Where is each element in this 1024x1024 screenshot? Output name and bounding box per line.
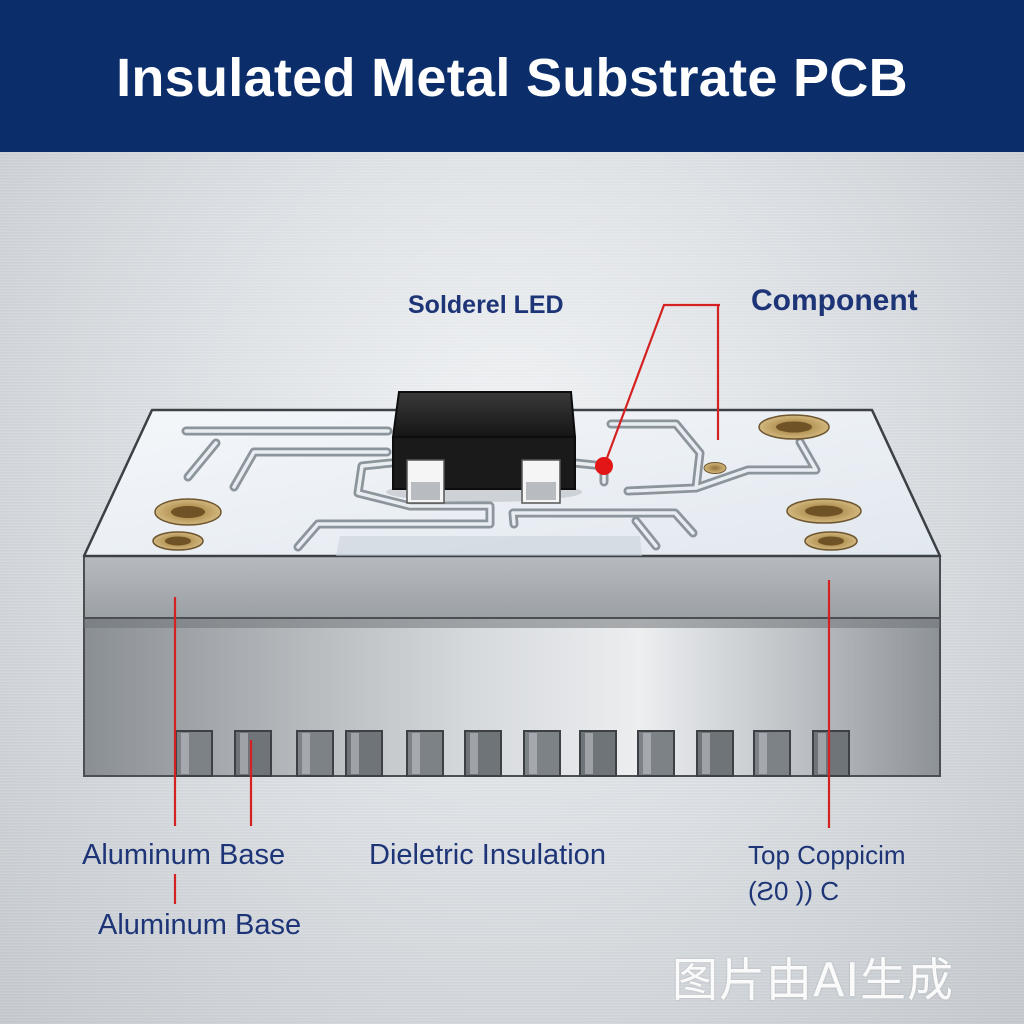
pad-left-top-hole bbox=[171, 506, 205, 518]
label-top-copper-line1: Top Coppicim bbox=[748, 840, 906, 870]
heat-sink-fin-highlight bbox=[643, 733, 651, 774]
heat-sink-fin-highlight bbox=[351, 733, 359, 774]
label-aluminum-base-2: Aluminum Base bbox=[98, 909, 301, 941]
heat-sink-fin-highlight bbox=[470, 733, 478, 774]
pad-right-bottom-hole bbox=[818, 536, 844, 546]
heat-sink-fin-highlight bbox=[529, 733, 537, 774]
copper-traces-inner bbox=[184, 422, 818, 549]
heat-sink-fin-highlight bbox=[412, 733, 420, 774]
led-solder-pad-right bbox=[521, 459, 561, 504]
heat-sink-fin-highlight bbox=[240, 733, 248, 774]
pad-left-bottom-hole bbox=[165, 536, 191, 546]
pad-right-top-hole bbox=[776, 421, 812, 433]
aluminum-base-layer bbox=[83, 617, 941, 777]
led-solder-pad-left bbox=[406, 459, 445, 504]
heat-sink-fin-highlight bbox=[302, 733, 310, 774]
label-top-copper-line2: (Ƨ0 )) C bbox=[748, 876, 839, 906]
red-dot-icon bbox=[595, 457, 613, 475]
gold-pads bbox=[152, 414, 862, 551]
label-aluminum-base-1: Aluminum Base bbox=[82, 839, 285, 871]
label-soldered-led: Solderel LED bbox=[408, 291, 564, 319]
pad-small-center bbox=[703, 462, 727, 474]
led-body-top bbox=[391, 391, 577, 438]
label-component: Component bbox=[751, 284, 918, 317]
dielectric-layer bbox=[83, 555, 941, 619]
title-bar: Insulated Metal Substrate PCB bbox=[0, 0, 1024, 152]
board-top-sheen bbox=[336, 536, 642, 556]
callout-led-line bbox=[602, 303, 720, 467]
ai-generated-watermark: 图片由AI生成 bbox=[672, 953, 955, 1007]
page-title: Insulated Metal Substrate PCB bbox=[116, 48, 908, 108]
heat-sink-fin-highlight bbox=[702, 733, 710, 774]
heat-sink-fin-highlight bbox=[818, 733, 826, 774]
pad-right-middle-hole bbox=[805, 505, 843, 517]
heat-sink-fins bbox=[175, 730, 850, 777]
callout-lines bbox=[173, 303, 831, 904]
heat-sink-fin-highlight bbox=[585, 733, 593, 774]
heat-sink-fin-highlight bbox=[759, 733, 767, 774]
led-package-icon bbox=[386, 391, 582, 504]
aluminum-base-block bbox=[83, 617, 941, 777]
label-dielectric-insulation: Dieletric Insulation bbox=[369, 839, 606, 871]
heat-sink-fin-highlight bbox=[181, 733, 189, 774]
aluminum-base-highlight bbox=[84, 618, 940, 628]
